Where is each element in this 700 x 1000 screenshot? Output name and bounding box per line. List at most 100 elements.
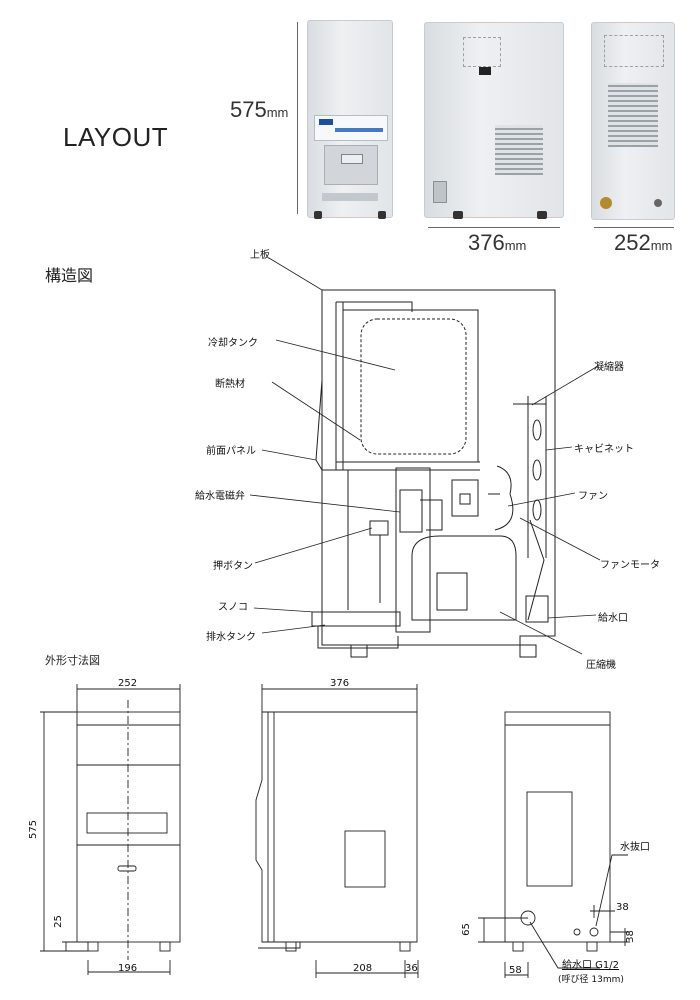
side-drain-tray bbox=[433, 181, 447, 203]
back-drain-port bbox=[654, 199, 662, 207]
side-foot-back bbox=[537, 211, 547, 219]
valve-pipe bbox=[420, 499, 443, 531]
label-cooling-tank: 冷却タンク bbox=[208, 338, 258, 349]
back-foot-right bbox=[586, 941, 598, 952]
side-body bbox=[255, 711, 418, 943]
front-photo bbox=[307, 20, 393, 219]
dim-58 bbox=[504, 962, 529, 978]
dim-text-back-38-right: 38 bbox=[624, 930, 636, 943]
back-view bbox=[478, 711, 630, 978]
label-water-inlet: 給水口 bbox=[598, 613, 628, 624]
compressor-label bbox=[436, 572, 468, 611]
side-foot-front bbox=[453, 211, 463, 219]
condenser-coil-1 bbox=[532, 419, 542, 441]
label-condenser: 凝縮器 bbox=[594, 362, 624, 373]
structure-lines bbox=[311, 289, 556, 658]
back-body bbox=[504, 711, 611, 943]
back-photo bbox=[591, 22, 675, 220]
condenser-coil-2 bbox=[532, 459, 542, 481]
front-foot-right bbox=[159, 941, 171, 952]
side-vent bbox=[344, 830, 386, 888]
label-back-inlet: 給水口 G1/2 bbox=[562, 960, 620, 971]
side-label-sticker bbox=[463, 37, 501, 67]
label-drip-grid: スノコ bbox=[218, 602, 248, 613]
side-view bbox=[255, 684, 419, 978]
height-unit: mm bbox=[266, 105, 289, 120]
partition bbox=[336, 461, 480, 471]
front-foot-left bbox=[87, 941, 99, 952]
foot-left bbox=[314, 211, 322, 219]
front-view bbox=[40, 684, 181, 975]
label-drain-tank: 排水タンク bbox=[206, 632, 256, 643]
dim-text-back-38-top: 38 bbox=[616, 902, 629, 913]
depth-dimension-line bbox=[428, 227, 560, 228]
width-dimension: 252mm bbox=[614, 230, 672, 256]
label-front-panel: 前面パネル bbox=[206, 446, 256, 457]
dim-text-side-208: 208 bbox=[353, 963, 373, 974]
condenser-tubes bbox=[527, 396, 547, 558]
side-foot-front bbox=[285, 941, 297, 952]
back-foot-left bbox=[512, 941, 524, 952]
foot-front bbox=[350, 644, 368, 658]
front-panel-outline bbox=[315, 290, 349, 610]
depth-value: 376 bbox=[468, 230, 505, 255]
label-fan: ファン bbox=[578, 491, 608, 502]
compressor bbox=[411, 535, 517, 621]
width-unit: mm bbox=[650, 238, 673, 253]
height-value: 575 bbox=[230, 97, 267, 122]
front-panel-lines bbox=[77, 724, 180, 846]
dimensions-title: 外形寸法図 bbox=[45, 654, 100, 667]
leader-inlet bbox=[529, 921, 600, 969]
dim-65 bbox=[478, 917, 528, 943]
insulation-lines bbox=[335, 301, 479, 470]
dim-38-right bbox=[610, 928, 630, 946]
back-water-inlet bbox=[600, 197, 612, 209]
front-body bbox=[76, 711, 181, 943]
brand-logo-icon bbox=[319, 119, 333, 125]
label-back-inlet-note: (呼び径 13mm) bbox=[558, 975, 624, 985]
side-photo bbox=[424, 22, 564, 219]
dim-text-front-height: 575 bbox=[28, 819, 40, 840]
dim-text-front-width: 252 bbox=[118, 678, 138, 689]
dim-text-side-depth: 376 bbox=[330, 678, 350, 689]
back-label-sticker bbox=[604, 35, 664, 67]
width-value: 252 bbox=[614, 230, 651, 255]
dim-text-back-65: 65 bbox=[460, 923, 472, 936]
side-vent-grille bbox=[495, 125, 543, 175]
leader-drain bbox=[595, 854, 628, 927]
side-front-lines bbox=[267, 712, 275, 942]
side-drain-tray bbox=[258, 941, 301, 949]
front-display-panel bbox=[314, 115, 388, 141]
inner-frame bbox=[395, 467, 431, 633]
drip-grid bbox=[311, 611, 401, 627]
front-display bbox=[86, 812, 168, 834]
width-dimension-line bbox=[594, 227, 674, 228]
cabinet-outline bbox=[321, 289, 556, 646]
dim-25 bbox=[62, 941, 88, 951]
water-inlet-box bbox=[525, 595, 549, 623]
back-vent-grille bbox=[608, 83, 658, 147]
label-push-button: 押ボタン bbox=[213, 561, 253, 572]
dim-text-back-58: 58 bbox=[509, 965, 522, 976]
condenser-pipe bbox=[527, 519, 545, 621]
dispense-button bbox=[341, 154, 363, 164]
dim-text-front-foot-span: 196 bbox=[118, 963, 138, 974]
depth-dimension: 376mm bbox=[468, 230, 526, 256]
label-top-plate: 上板 bbox=[250, 250, 270, 261]
dim-text-front-foot: 25 bbox=[52, 915, 64, 928]
drain-tank bbox=[317, 626, 399, 649]
layout-title: LAYOUT bbox=[63, 122, 169, 152]
label-compressor: 圧縮機 bbox=[586, 660, 616, 671]
foot-back bbox=[519, 644, 537, 658]
leader-lines bbox=[249, 257, 601, 655]
dim-196 bbox=[87, 960, 171, 975]
front-handle bbox=[117, 865, 137, 872]
foot-right bbox=[378, 211, 386, 219]
dim-208-36 bbox=[315, 960, 419, 978]
depth-unit: mm bbox=[504, 238, 527, 253]
dim-376 bbox=[261, 684, 418, 712]
label-drain-port: 水抜口 bbox=[620, 842, 650, 853]
solenoid-valve bbox=[399, 489, 423, 533]
